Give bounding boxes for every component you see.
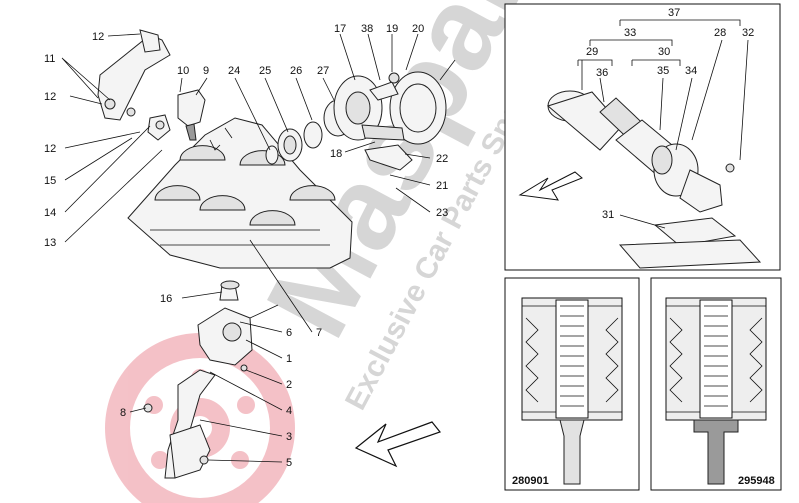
callout-22: 22: [436, 153, 448, 165]
callout-29: 29: [586, 46, 598, 58]
callout-16: 16: [160, 293, 172, 305]
callout-7: 7: [316, 327, 322, 339]
oil-pump-assembly: [143, 280, 279, 479]
variant-panel-b: 295948: [650, 277, 782, 491]
callout-1: 1: [286, 353, 292, 365]
callout-31: 31: [602, 209, 614, 221]
callout-21: 21: [436, 180, 448, 192]
callout-19: 19: [386, 23, 398, 35]
variant-code-b: 295948: [738, 475, 775, 487]
direction-arrow: [354, 421, 441, 468]
callout-3: 3: [286, 431, 292, 443]
callout-17: 17: [334, 23, 346, 35]
callout-25: 25: [259, 65, 271, 77]
inset-arrow: [518, 171, 583, 201]
variant-panel-a: 280901: [504, 277, 640, 491]
callout-35: 35: [657, 65, 669, 77]
callout-4: 4: [286, 405, 292, 417]
leader-lines: [61, 33, 431, 463]
callout-13: 13: [44, 237, 56, 249]
callout-24: 24: [228, 65, 240, 77]
variant-code-a: 280901: [512, 475, 549, 487]
callout-28: 28: [714, 27, 726, 39]
callout-12-top: 12: [92, 31, 104, 43]
callout-32: 32: [742, 27, 754, 39]
callout-15: 15: [44, 175, 56, 187]
callout-23: 23: [436, 207, 448, 219]
callout-30: 30: [658, 46, 670, 58]
callout-27: 27: [317, 65, 329, 77]
oil-filter-inset: 37 33 29 30 28 32 36 35 34 31: [504, 3, 781, 271]
callout-labels: 12 11 12 12 15 14 13 10 9 24 25 26 27 17…: [44, 23, 448, 469]
callout-34: 34: [685, 65, 697, 77]
bracket-assembly: [97, 29, 206, 141]
callout-2: 2: [286, 379, 292, 391]
callout-33: 33: [624, 27, 636, 39]
callout-20: 20: [412, 23, 424, 35]
logo-watermark: [105, 333, 295, 503]
engine-block: [127, 117, 353, 269]
callout-12-mid: 12: [44, 91, 56, 103]
callout-11: 11: [44, 53, 55, 65]
callout-18: 18: [330, 148, 342, 160]
callout-8: 8: [120, 407, 126, 419]
callout-14: 14: [44, 207, 56, 219]
callout-26: 26: [290, 65, 302, 77]
timing-components: [265, 59, 456, 171]
callout-37: 37: [668, 7, 680, 19]
callout-36: 36: [596, 67, 608, 79]
callout-6: 6: [286, 327, 292, 339]
callout-38: 38: [361, 23, 373, 35]
callout-12-low: 12: [44, 143, 56, 155]
callout-9: 9: [203, 65, 209, 77]
callout-10: 10: [177, 65, 189, 77]
callout-5: 5: [286, 457, 292, 469]
